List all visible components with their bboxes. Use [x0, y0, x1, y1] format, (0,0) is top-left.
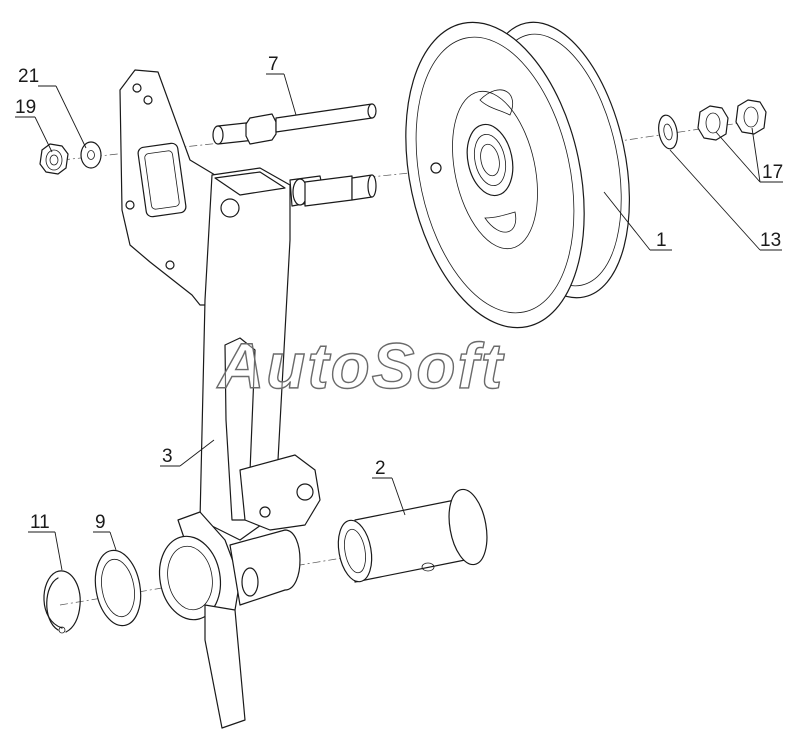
part-9-washer — [94, 549, 142, 627]
callout-17: 17 — [762, 162, 783, 183]
callout-19: 19 — [15, 97, 36, 118]
part-13-washer — [658, 114, 678, 150]
callout-2: 2 — [375, 458, 386, 479]
callout-7: 7 — [268, 54, 279, 75]
part-3-lever-arm — [199, 167, 377, 541]
bracket-plate — [119, 69, 216, 306]
callout-11: 11 — [30, 512, 50, 533]
bushing-flange — [158, 511, 301, 729]
part-17-nuts — [697, 99, 767, 141]
part-1-pulley — [405, 21, 631, 329]
callout-labels: 21 19 7 1 13 17 3 2 9 11 — [15, 54, 783, 571]
watermark-text: AutoSoft — [216, 330, 505, 402]
callout-1: 1 — [656, 230, 667, 251]
part-11-retaining-ring — [43, 570, 81, 634]
callout-3: 3 — [162, 446, 173, 467]
callout-21: 21 — [18, 66, 39, 87]
part-2-pin — [337, 488, 488, 583]
callout-13: 13 — [760, 230, 781, 251]
callout-9: 9 — [95, 512, 106, 533]
part-21-washer — [80, 141, 102, 169]
part-19-nut — [39, 143, 69, 175]
part-7-stud-bolt — [212, 103, 377, 145]
